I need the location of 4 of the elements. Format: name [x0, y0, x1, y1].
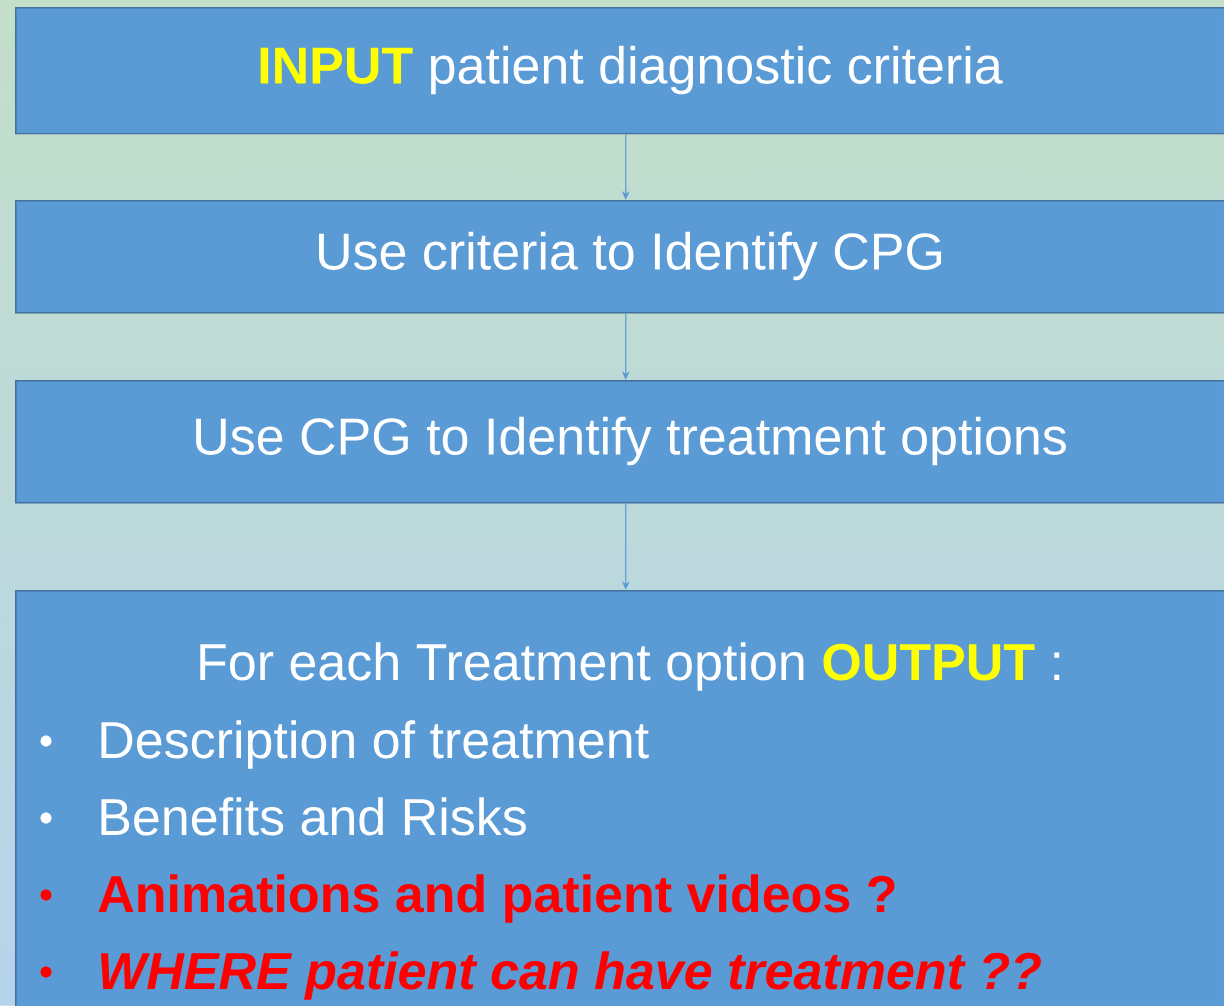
process-box: INPUT patient diagnostic criteria: [15, 7, 1224, 135]
process-box: For each Treatment option OUTPUT : Description of treatment Benefits and Risks Animations and patient videos ? WHERE patient can have treatment ??: [15, 590, 1224, 1006]
process-box: Use criteria to Identify CPG: [15, 200, 1224, 314]
process-box: Use CPG to Identify treatment options: [15, 380, 1224, 504]
